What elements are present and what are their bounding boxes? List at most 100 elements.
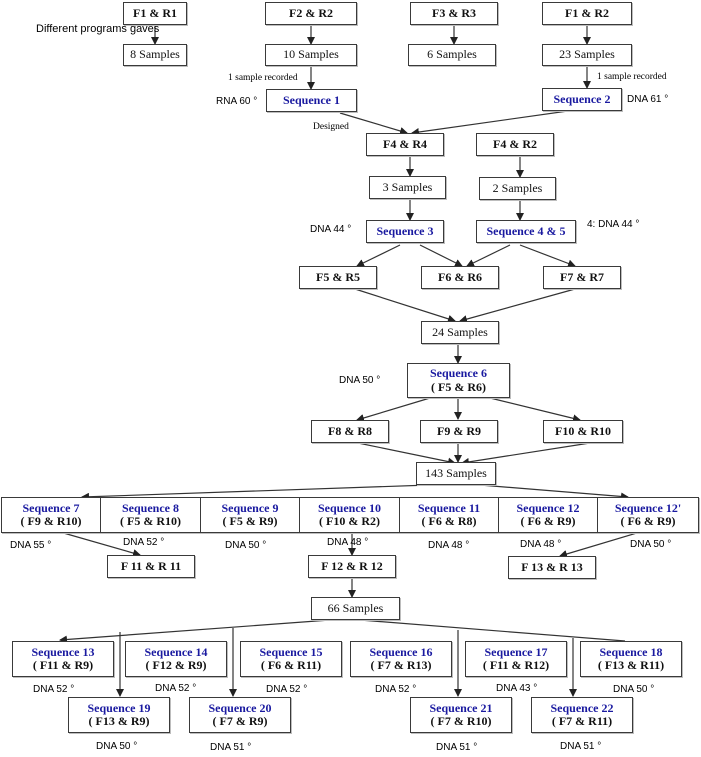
node-label: F1 & R2: [565, 5, 609, 20]
arrow: [356, 244, 401, 267]
node-f4-r4: F4 & R4: [366, 133, 444, 156]
note-dna-48: DNA 48 °: [327, 537, 369, 548]
note-dna-50: DNA 50 °: [613, 684, 655, 695]
note-dna-52: DNA 52 °: [123, 537, 165, 548]
note-dna-61: DNA 61 °: [627, 94, 669, 105]
note-one-sample-recorded: 1 sample recorded: [597, 72, 667, 82]
node-primers: ( F6 & R11): [260, 658, 322, 672]
node-24-samples: 24 Samples: [421, 321, 499, 344]
node-f6-r6: F6 & R6: [421, 266, 499, 289]
node-label: F8 & R8: [328, 423, 372, 438]
node-10-samples: 10 Samples: [265, 44, 357, 66]
note-dna-52: DNA 52 °: [33, 684, 75, 695]
arrow: [59, 619, 331, 644]
node-f10-r10: F10 & R10: [543, 420, 623, 443]
node-label: F4 & R2: [493, 136, 537, 151]
node-label: Sequence 15: [259, 644, 323, 659]
note-dna-51: DNA 51 °: [210, 742, 252, 753]
node-label: Sequence 13: [31, 644, 95, 659]
node-sequence-12-prime: Sequence 12'( F6 & R9): [597, 497, 699, 533]
node-label: Sequence 2: [553, 91, 611, 106]
node-label: Sequence 10: [318, 500, 381, 515]
node-primers: ( F11 & R9): [32, 658, 94, 672]
node-label: F4 & R4: [383, 136, 427, 151]
node-label: Sequence 18: [599, 644, 663, 659]
arrow: [357, 442, 456, 466]
node-sequence-20: Sequence 20( F7 & R9): [189, 697, 291, 733]
node-label: Sequence 6: [430, 366, 487, 381]
node-sequence-22: Sequence 22( F7 & R11): [531, 697, 633, 733]
node-label: F 13 & R 13: [521, 559, 583, 574]
note-dna-52: DNA 52 °: [266, 684, 308, 695]
node-sequence-8: Sequence 8( F5 & R10): [100, 497, 201, 533]
note-dna-52: DNA 52 °: [155, 683, 197, 694]
node-primers: ( F9 & R10): [20, 514, 82, 528]
node-143-samples: 143 Samples: [416, 462, 496, 485]
node-3-samples: 3 Samples: [369, 176, 446, 199]
node-label: F2 & R2: [289, 5, 333, 20]
node-label: 10 Samples: [283, 47, 339, 62]
node-label: 3 Samples: [382, 179, 433, 194]
node-label: 66 Samples: [327, 600, 384, 615]
node-sequence-11: Sequence 11( F6 & R8): [399, 497, 499, 533]
node-primers: ( F6 & R8): [421, 514, 477, 528]
arrow: [489, 397, 581, 423]
node-label: Sequence 12: [516, 500, 580, 515]
node-label: Sequence 1: [283, 92, 340, 107]
node-sequence-1: Sequence 1: [266, 89, 357, 112]
node-label: 23 Samples: [559, 47, 615, 62]
node-primers: ( F5 & R10): [120, 514, 181, 528]
node-sequence-17: Sequence 17( F11 & R12): [465, 641, 567, 677]
node-primers: ( F7 & R9): [212, 714, 268, 728]
note-dna-55: DNA 55 °: [10, 540, 52, 551]
arrow: [339, 112, 408, 135]
node-label: F9 & R9: [437, 423, 481, 438]
node-label: 2 Samples: [492, 180, 543, 195]
arrow: [59, 531, 141, 557]
node-label: Sequence 14: [144, 644, 208, 659]
node-label: Sequence 22: [550, 700, 614, 715]
node-primers: ( F12 & R9): [145, 658, 207, 672]
node-label: F7 & R7: [560, 269, 604, 284]
node-f11-r11: F 11 & R 11: [107, 555, 195, 578]
note-rna-60: RNA 60 °: [216, 96, 258, 107]
note-designed: Designed: [313, 122, 349, 132]
node-label: Sequence 17: [484, 644, 548, 659]
note-dna-44-seq45: 4: DNA 44 °: [587, 219, 640, 230]
node-primers: ( F10 & R2): [319, 514, 380, 528]
note-dna-51: DNA 51 °: [560, 741, 602, 752]
node-sequence-3: Sequence 3: [366, 220, 444, 243]
node-label: Sequence 16: [369, 644, 433, 659]
node-66-samples: 66 Samples: [311, 597, 400, 620]
node-sequence-15: Sequence 15( F6 & R11): [240, 641, 342, 677]
node-label: Sequence 4 & 5: [486, 223, 566, 238]
arrow: [419, 244, 463, 267]
node-label: Sequence 9: [221, 500, 279, 515]
node-sequence-14: Sequence 14( F12 & R9): [125, 641, 227, 677]
node-f7-r7: F7 & R7: [543, 266, 621, 289]
node-primers: ( F6 & R9): [520, 514, 576, 528]
note-dna-43: DNA 43 °: [496, 683, 538, 694]
node-sequence-9: Sequence 9( F5 & R9): [200, 497, 300, 533]
node-sequence-21: Sequence 21( F7 & R10): [410, 697, 512, 733]
node-label: F3 & R3: [432, 5, 476, 20]
node-label: Sequence 8: [122, 500, 179, 515]
arrow: [479, 484, 629, 501]
node-label: Sequence 20: [208, 700, 272, 715]
node-f4-r2: F4 & R2: [476, 133, 554, 156]
arrow: [356, 397, 431, 422]
node-f12-r12: F 12 & R 12: [308, 555, 396, 578]
node-label: Sequence 3: [376, 223, 434, 238]
node-6-samples: 6 Samples: [408, 44, 496, 66]
note-dna-51: DNA 51 °: [436, 742, 478, 753]
node-primers: ( F11 & R12): [482, 658, 550, 672]
node-label: F6 & R6: [438, 269, 482, 284]
node-f2-r2: F2 & R2: [265, 2, 357, 25]
node-sequence-2: Sequence 2: [542, 88, 622, 111]
node-sequence-6: Sequence 6 ( F5 & R6): [407, 363, 510, 398]
node-label: Sequence 12': [614, 500, 682, 515]
node-f9-r9: F9 & R9: [420, 420, 498, 443]
node-label: 24 Samples: [432, 324, 488, 339]
node-sequence-10: Sequence 10( F10 & R2): [299, 497, 400, 533]
node-sequence-19: Sequence 19( F13 & R9): [68, 697, 170, 733]
